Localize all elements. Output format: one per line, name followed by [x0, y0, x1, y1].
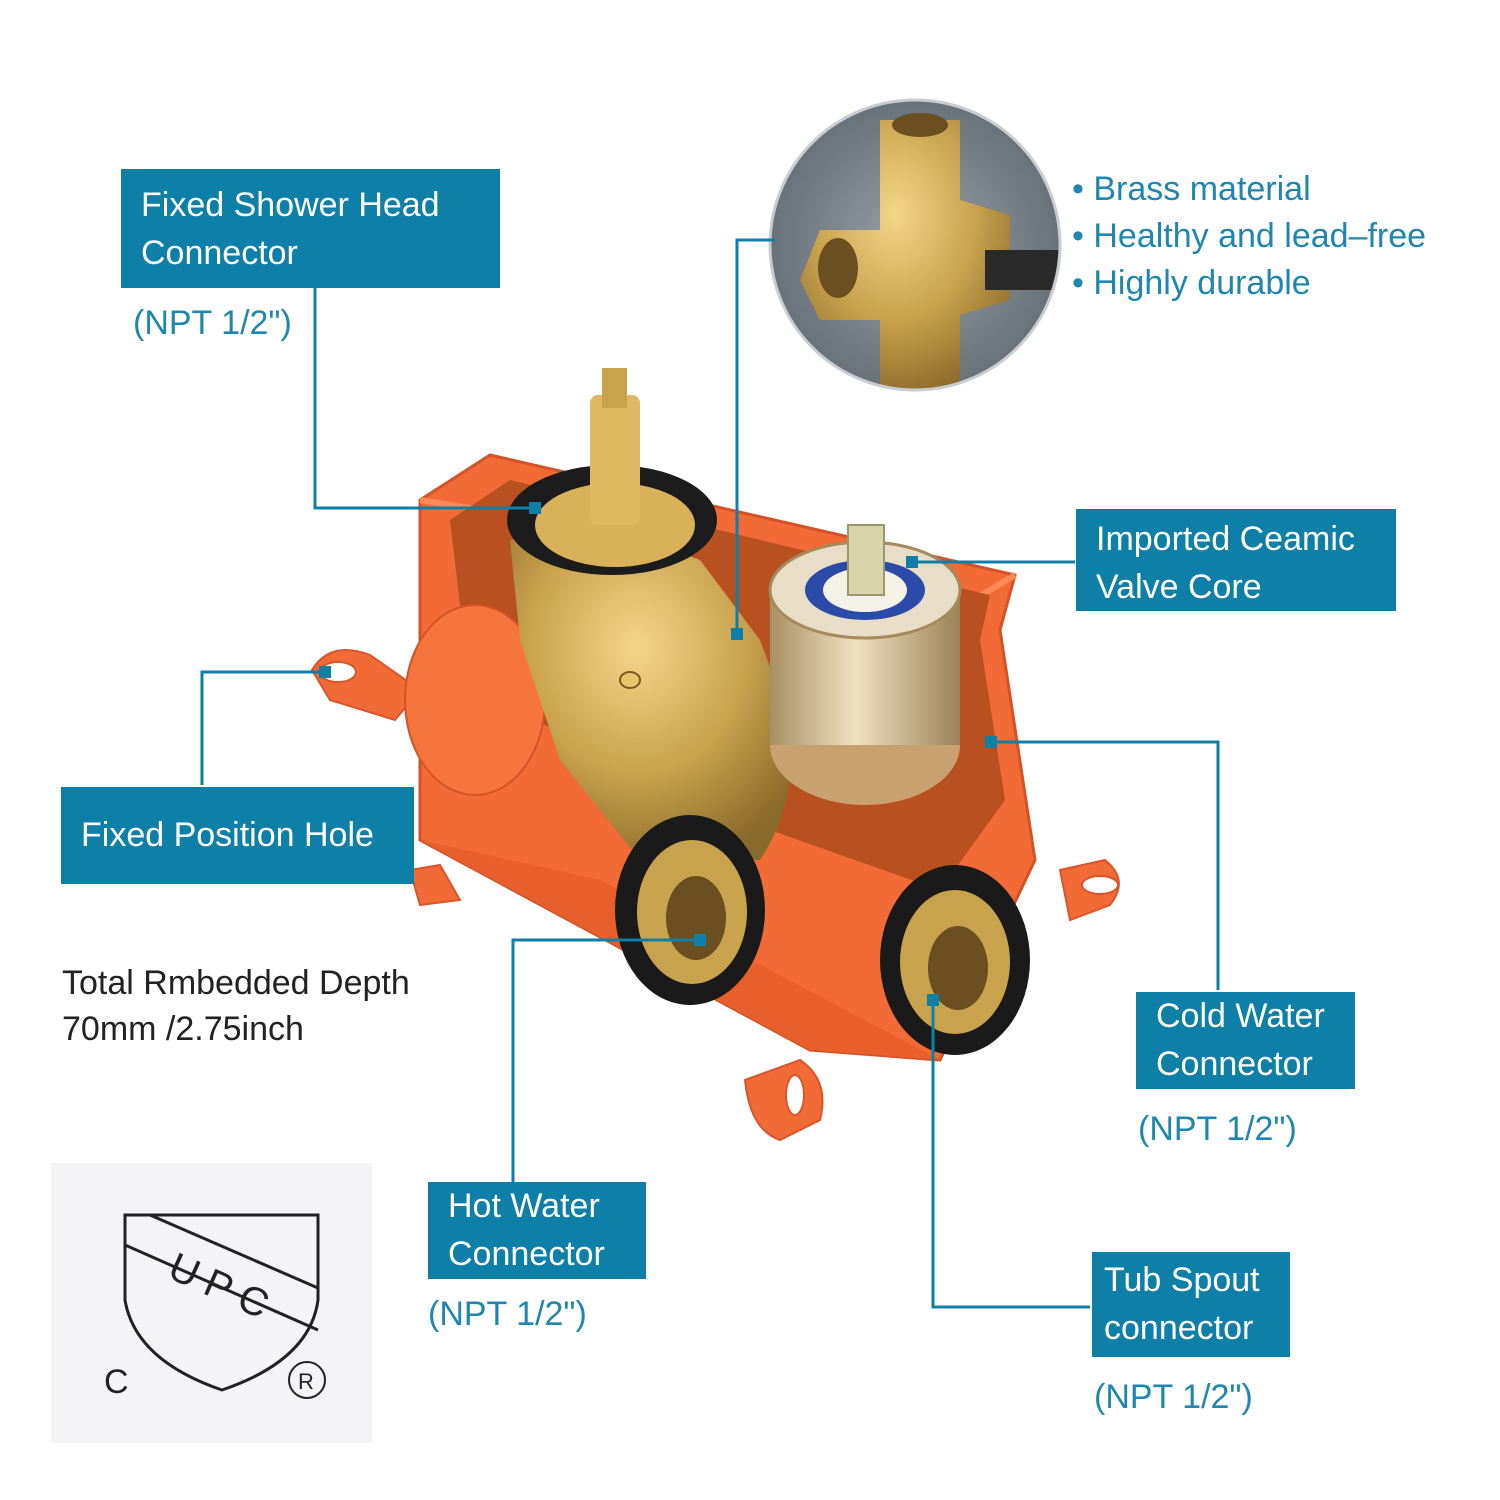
hot-water-label: Hot Water Connector [428, 1182, 646, 1279]
shower-head-spec: (NPT 1/2") [133, 304, 292, 342]
callout-dots [319, 502, 997, 1006]
brass-features-list: Brass material Healthy and lead–free Hig… [1072, 166, 1426, 307]
tub-spout-spec: (NPT 1/2") [1094, 1378, 1253, 1416]
side-port [615, 815, 1030, 1055]
feature-item: Highly durable [1072, 260, 1426, 307]
tub-spout-label: Tub Spout connector [1092, 1252, 1290, 1357]
depth-value: 70mm /2.75inch [62, 1010, 304, 1048]
callout-lines [200, 238, 1220, 1309]
mounting-ear [310, 649, 1120, 1142]
cold-water-spec: (NPT 1/2") [1138, 1110, 1297, 1148]
feature-item: Healthy and lead–free [1072, 213, 1426, 260]
fixed-shower-head-label: Fixed Shower Head Connector [121, 169, 500, 288]
upc-c: C [104, 1363, 129, 1401]
registered-mark: R [298, 1369, 314, 1394]
fixed-position-hole-label: Fixed Position Hole [61, 787, 414, 884]
upc-certification-mark: UPC C R [51, 1163, 372, 1443]
brass-inset-photo [768, 98, 1062, 392]
hot-water-spec: (NPT 1/2") [428, 1295, 587, 1333]
embedded-depth-text: Total Rmbedded Depth 70mm /2.75inch [62, 960, 410, 1052]
feature-item: Brass material [1072, 166, 1426, 213]
brass-body [507, 368, 962, 860]
depth-title: Total Rmbedded Depth [62, 964, 410, 1002]
cold-water-label: Cold Water Connector [1136, 992, 1355, 1089]
valve-core-label: Imported Ceamic Valve Core [1076, 509, 1396, 611]
